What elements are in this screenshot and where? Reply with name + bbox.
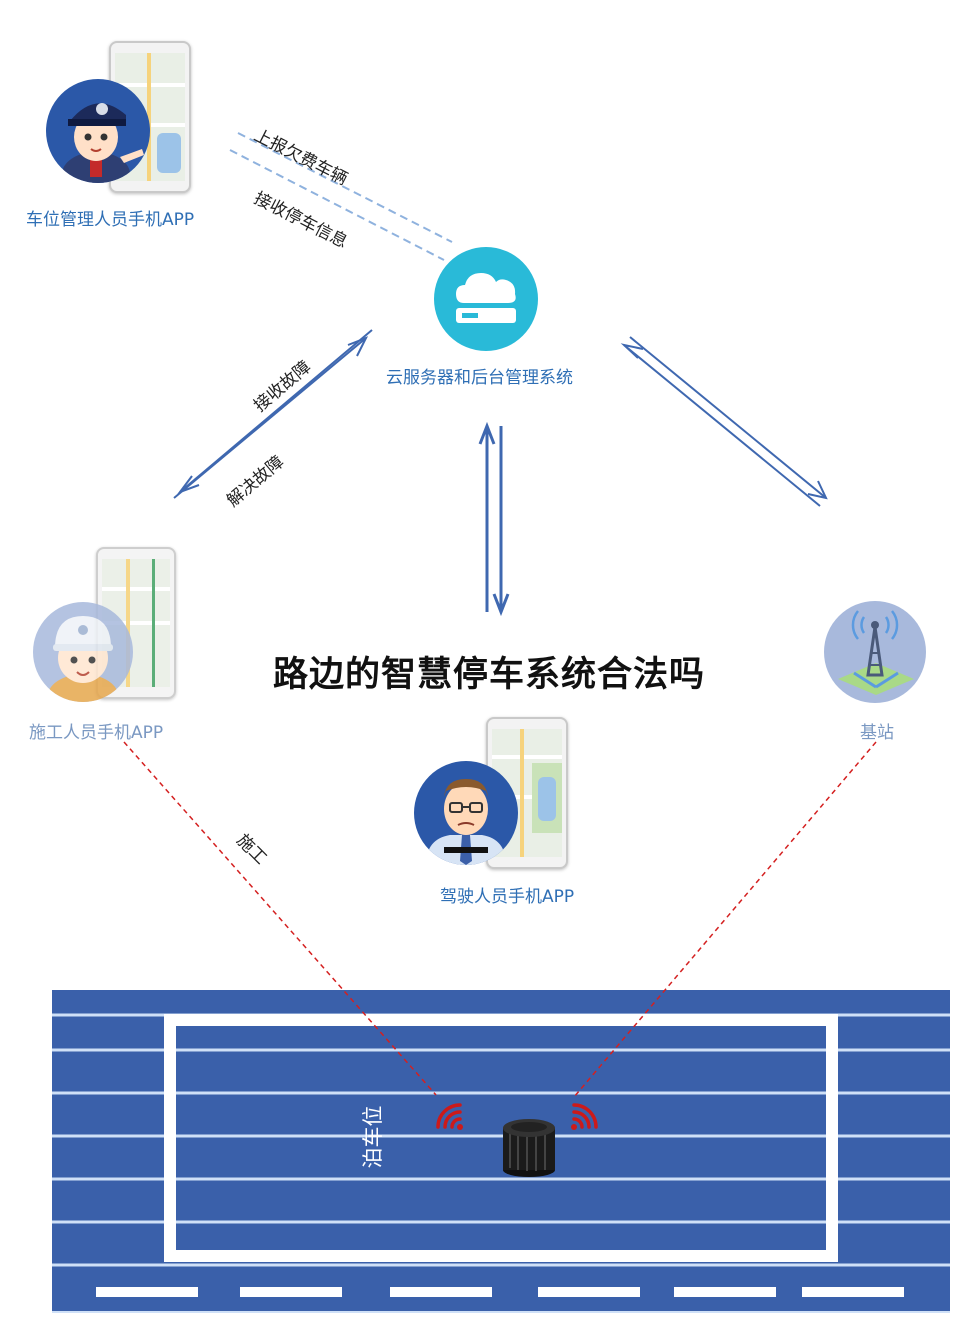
signal-line-base-station — [573, 741, 877, 1098]
parking-space-label-box: 泊车位 — [352, 1100, 392, 1172]
arrow-pair-base-station — [620, 336, 828, 507]
label-parking-manager-app: 车位管理人员手机APP — [26, 210, 195, 230]
signal-waves-right — [571, 1103, 598, 1130]
label-cloud-server: 云服务器和后台管理系统 — [386, 368, 573, 388]
label-driver-app: 驾驶人员手机APP — [440, 887, 575, 907]
avatar-parking-manager — [46, 79, 150, 183]
avatar-construction-worker — [33, 602, 133, 702]
parking-space-label: 泊车位 — [361, 1105, 385, 1169]
headline-title: 路边的智慧停车系统合法吗 — [272, 655, 705, 695]
parking-sensor-device — [503, 1119, 555, 1177]
dashed-lane-markings — [96, 1287, 904, 1297]
base-station-icon — [824, 601, 926, 703]
signal-line-construction — [123, 741, 437, 1096]
parking-space-outline — [164, 1014, 838, 1262]
label-base-station: 基站 — [860, 723, 894, 743]
signal-waves-left — [436, 1103, 463, 1130]
avatar-driver — [414, 761, 518, 865]
dashed-link-upper — [237, 132, 453, 243]
dashed-link-lower — [229, 149, 445, 261]
cloud-server-icon — [434, 247, 538, 351]
label-construction-app: 施工人员手机APP — [29, 723, 164, 743]
arrow-pair-driver — [478, 421, 510, 617]
arrow-pair-construction — [173, 329, 373, 499]
